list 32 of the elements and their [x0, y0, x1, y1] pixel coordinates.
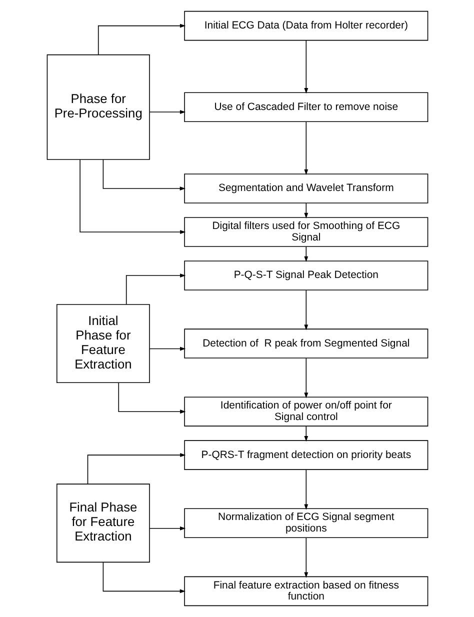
arrow [125, 274, 186, 305]
node-box: Detection of R peak from Segmented Signal [184, 328, 428, 358]
node-box: P-QRS-T fragment detection on priority beats [184, 440, 428, 470]
arrow [118, 382, 186, 414]
arrow [304, 538, 308, 578]
arrow [97, 24, 186, 56]
arrow [148, 526, 186, 530]
arrow [304, 202, 308, 218]
arrow [79, 159, 186, 234]
arrow [304, 121, 308, 176]
node-box: Use of Cascaded Filter to remove noise [184, 92, 428, 122]
arrow [102, 159, 185, 190]
node-box: Segmentation and Wavelet Transform [184, 174, 428, 204]
arrow [304, 290, 308, 330]
arrow [304, 358, 308, 398]
arrow [304, 246, 308, 262]
node-box: P-Q-S-T Signal Peak Detection [184, 260, 428, 290]
arrow [102, 562, 185, 594]
arrow [148, 346, 186, 351]
arrow [148, 110, 186, 114]
node-box: Normalization of ECG Signal segment positions [184, 508, 428, 538]
node-box: Initial ECG Data (Data from Holter recorder) [184, 10, 428, 41]
node-box: Final feature extraction based on fitness function [184, 576, 428, 606]
arrow [304, 426, 308, 442]
node-box: Identification of power on/off point for Signal control [184, 396, 428, 426]
node-box: Digital filters used for Smoothing of ECG Signal [184, 217, 428, 247]
node-box: Phase for Pre-Processing [46, 54, 150, 160]
arrow [86, 453, 186, 484]
arrow [304, 469, 308, 510]
node-box: Initial Phase for Feature Extraction [56, 304, 150, 383]
arrow [304, 40, 308, 94]
node-box: Final Phase for Feature Extraction [56, 484, 150, 563]
